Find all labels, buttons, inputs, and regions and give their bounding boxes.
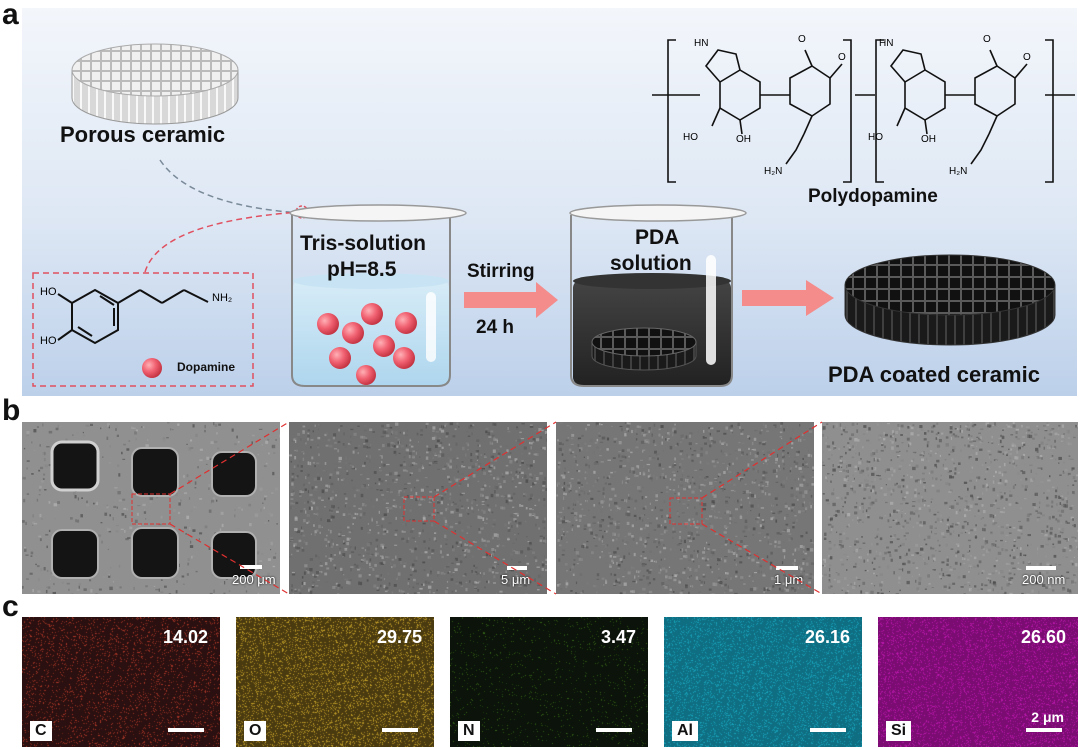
pda-label: PDA [635,226,680,249]
chem-label: H₂N [949,166,968,177]
chem-label: HO [40,286,57,298]
chem-label: O [838,52,846,63]
dopamine-structure [57,288,209,345]
eds-map-o: 29.75 O [236,617,434,747]
eds-percent: 14.02 [162,627,208,647]
eds-element: C [30,721,52,741]
dopamine-label: Dopamine [177,360,236,374]
polydopamine-structure [652,39,1075,183]
chem-label: O [983,34,991,45]
eds-map-al: 26.16 Al [664,617,862,747]
eds-scale-label: 2 μm [1031,709,1064,725]
eds-percent: 26.16 [804,627,850,647]
stirring-label: Stirring [467,261,535,282]
sem-image-2: 5 μm [289,422,547,594]
chem-label: HN [694,38,709,49]
panel-a-diagram [32,39,1075,387]
arrow-icon [464,282,558,318]
solution-label: solution [610,252,692,275]
time-label: 24 h [476,317,515,338]
chem-label: HN [879,38,894,49]
eds-percent: 29.75 [376,627,422,647]
pda-coated-ceramic-label: PDA coated ceramic [828,362,1040,387]
chem-label: H₂N [764,166,783,177]
tris-solution-label: Tris-solution [300,232,426,255]
connector-line [159,159,301,214]
arrow-icon [742,280,834,316]
eds-map-c: 14.02 C [22,617,220,747]
eds-percent: 3.47 [600,627,636,647]
pda-coated-ceramic-icon [844,254,1056,346]
eds-map-si: 26.60 Si 2 μm [878,617,1078,747]
chem-label: HO [683,132,698,143]
chem-label: OH [736,134,751,145]
chem-label: NH₂ [212,292,233,304]
eds-element: N [458,721,480,741]
eds-element: Al [672,721,698,741]
connector-line [144,211,301,273]
sem-image-3: 1 μm [556,422,814,594]
panel-label-a: a [2,0,19,31]
panel-label-b: b [2,394,21,427]
scale-label: 200 μm [232,572,276,587]
chem-label: HO [868,132,883,143]
scale-label: 1 μm [774,572,804,587]
sem-image-1: 200 μm [22,422,280,594]
eds-percent: 26.60 [1020,627,1066,647]
chem-label: O [1023,52,1031,63]
porous-ceramic-label: Porous ceramic [60,122,226,147]
sem-image-4: 200 nm [822,422,1078,594]
chem-label: OH [921,134,936,145]
dopamine-box [32,272,254,387]
panel-label-c: c [2,590,19,623]
dopamine-ball-icon [142,358,162,378]
chem-label: HO [40,335,57,347]
eds-element: Si [886,721,912,741]
scale-label: 5 μm [501,572,531,587]
zoom-connectors [169,421,823,595]
scale-label: 200 nm [1022,572,1066,587]
eds-map-n: 3.47 N [450,617,648,747]
chem-label: O [798,34,806,45]
beaker-pda [569,204,747,387]
polydopamine-label: Polydopamine [808,186,938,207]
eds-element: O [244,721,267,741]
porous-ceramic-icon [71,43,239,125]
ph-label: pH=8.5 [327,258,397,281]
beaker-tris [289,204,467,387]
